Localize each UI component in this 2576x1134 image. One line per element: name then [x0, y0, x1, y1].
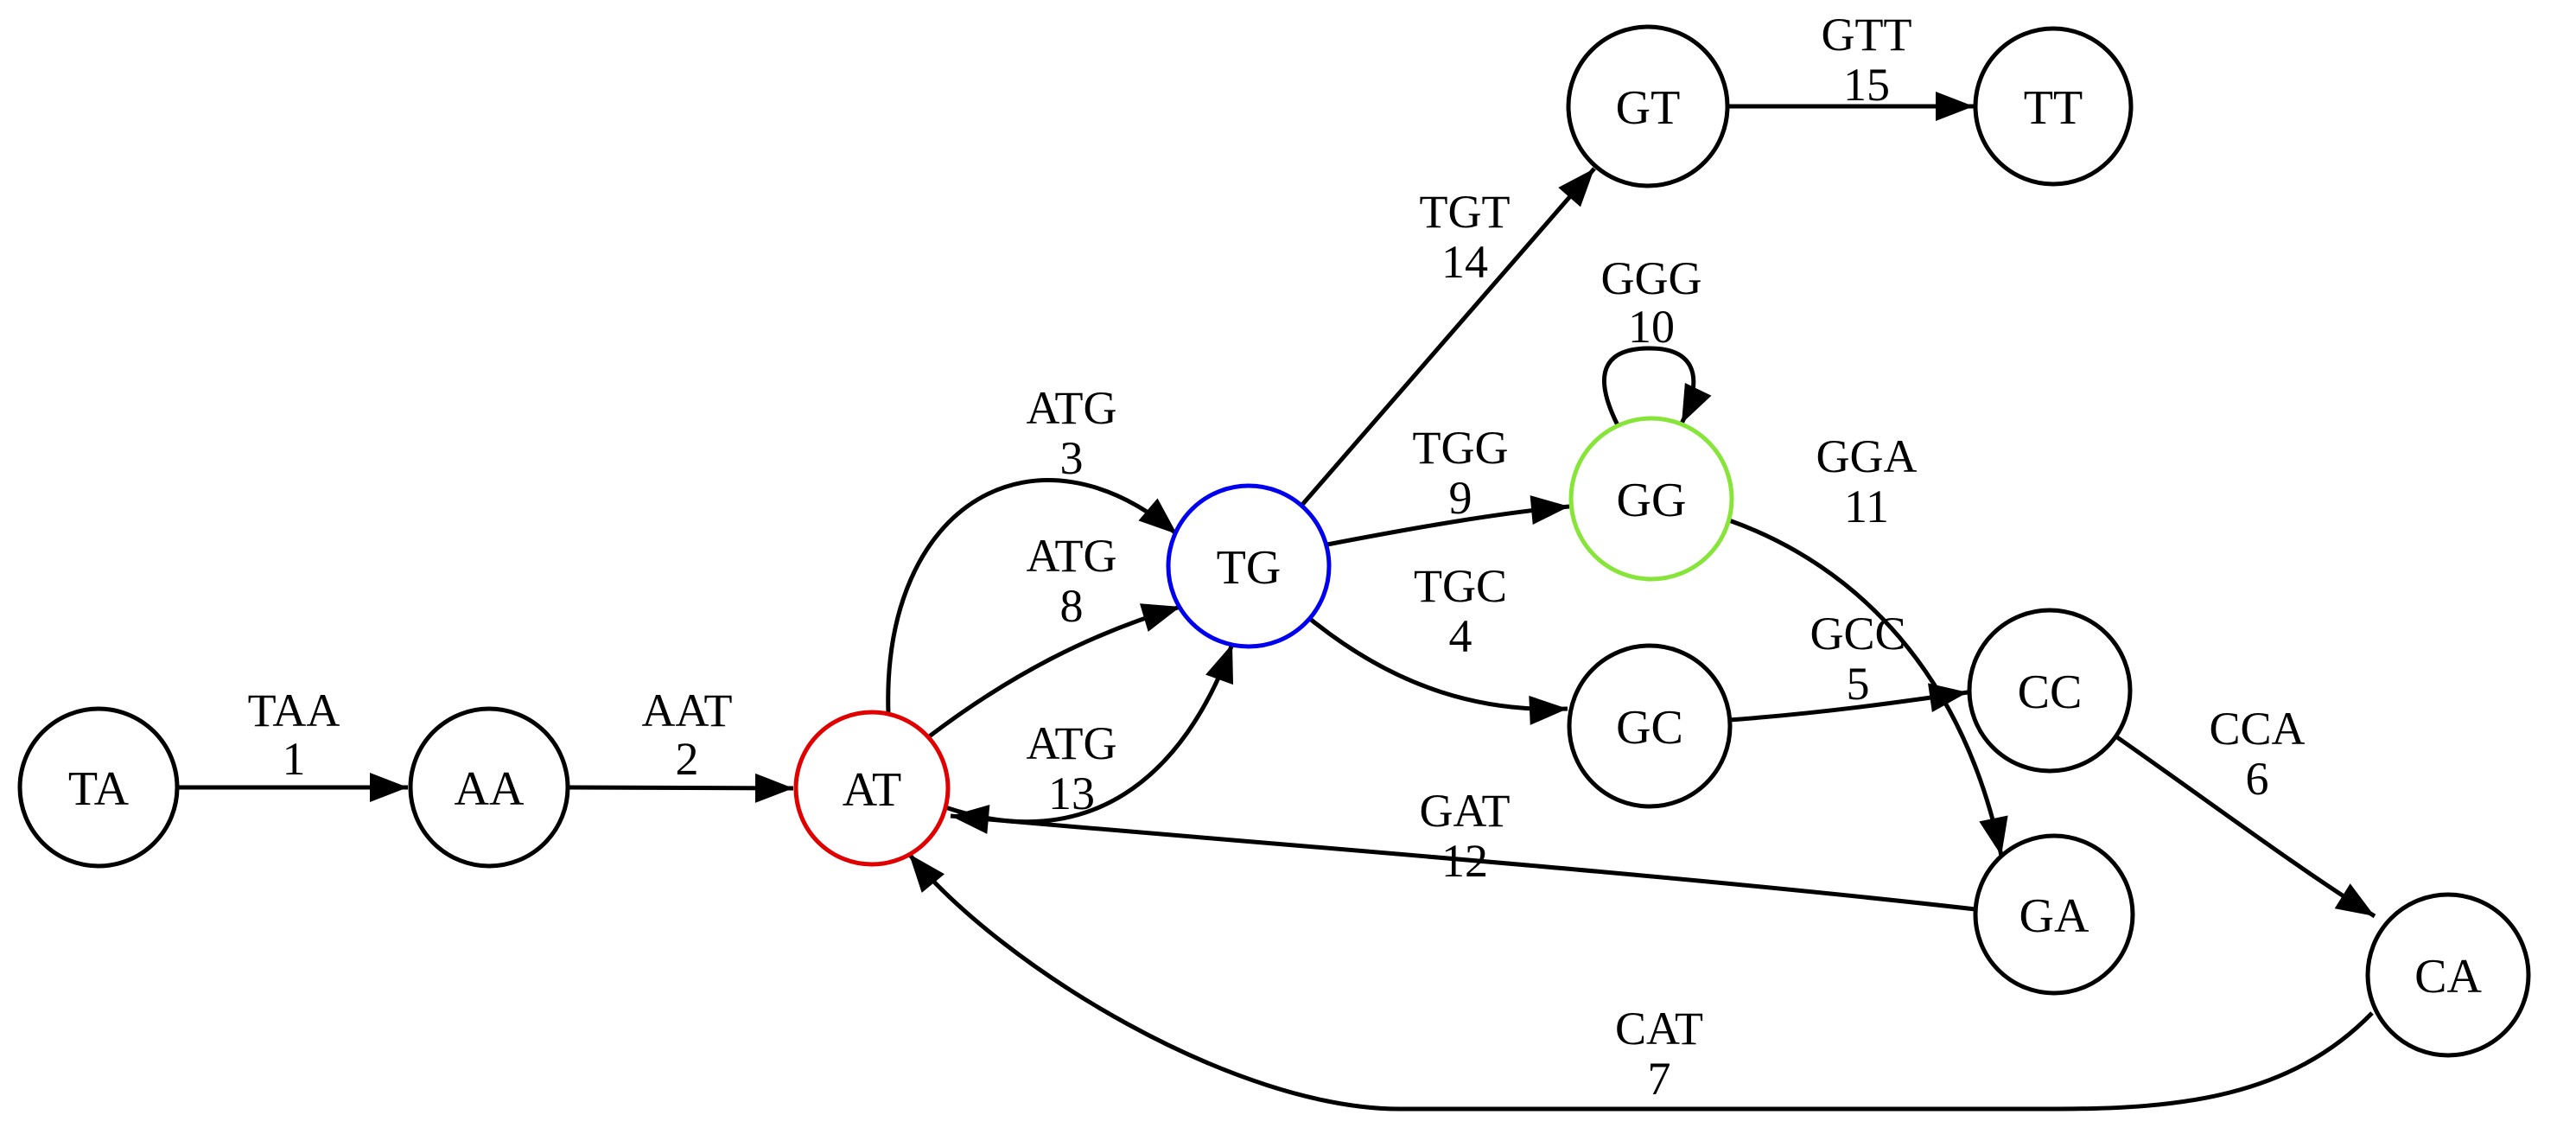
- edge-CAT-7: [907, 852, 2374, 1112]
- edge-GGG-10: [1601, 346, 1712, 427]
- edge-order-number: 9: [1449, 472, 1472, 524]
- edge-order-number: 14: [1441, 236, 1488, 288]
- edge-kmer-label: AAT: [642, 685, 733, 736]
- node-TA: TA: [17, 706, 180, 869]
- node-circle-CC: [1967, 608, 2133, 774]
- node-CC: CC: [1967, 608, 2133, 774]
- node-GA: GA: [1973, 833, 2135, 996]
- edge-kmer-label: CAT: [1615, 1003, 1703, 1054]
- edge-TGG-9: [1326, 495, 1570, 547]
- edge-order-number: 15: [1843, 59, 1890, 111]
- edge-ATG-8: [926, 603, 1181, 739]
- node-circle-AA: [408, 706, 570, 869]
- edge-order-number: 7: [1648, 1053, 1671, 1105]
- node-label-TA: TA: [68, 762, 130, 816]
- node-circle-GA: [1973, 833, 2135, 996]
- node-label-CA: CA: [2414, 950, 2482, 1003]
- node-circle-TA: [17, 706, 180, 869]
- node-circle-CA: [2365, 892, 2531, 1058]
- edge-order-number: 12: [1441, 835, 1488, 887]
- edge-AAT-2: [567, 773, 794, 803]
- edge-kmer-label: TGC: [1414, 560, 1507, 612]
- edge-order-number: 1: [283, 733, 306, 785]
- edge-order-number: 10: [1628, 301, 1675, 353]
- node-label-GA: GA: [2019, 889, 2089, 943]
- edge-order-number: 5: [1847, 658, 1870, 710]
- edge-kmer-label: TGG: [1413, 422, 1509, 474]
- edge-kmer-label: ATG: [1027, 530, 1117, 582]
- edge-kmer-label: TAA: [248, 685, 340, 736]
- edge-order-number: 4: [1449, 610, 1472, 662]
- edge-kmer-label: TGT: [1420, 186, 1511, 238]
- edge-kmer-label: CCA: [2209, 703, 2305, 755]
- edge-kmer-label: ATG: [1027, 382, 1117, 434]
- node-label-AA: AA: [455, 762, 525, 816]
- node-GC: GC: [1567, 643, 1733, 809]
- edge-order-number: 8: [1060, 580, 1084, 632]
- node-label-TT: TT: [2024, 81, 2083, 135]
- node-CA: CA: [2365, 892, 2531, 1058]
- edge-GGA-11: [1728, 518, 2008, 857]
- edge-kmer-label: GAT: [1420, 785, 1511, 837]
- edge-kmer-label: GCC: [1810, 608, 1905, 659]
- node-label-GG: GG: [1617, 474, 1687, 527]
- node-GG: GG: [1568, 416, 1734, 582]
- node-circle-GT: [1566, 24, 1730, 188]
- edge-TGC-4: [1308, 617, 1568, 725]
- edge-CCA-6: [2115, 735, 2376, 919]
- node-label-GC: GC: [1616, 701, 1683, 755]
- edge-kmer-label: GTT: [1822, 9, 1912, 61]
- node-AT: AT: [793, 710, 951, 867]
- node-label-GT: GT: [1616, 81, 1681, 135]
- edge-GAT-12: [950, 805, 1976, 912]
- node-AA: AA: [408, 706, 570, 869]
- node-TT: TT: [1973, 26, 2134, 187]
- edge-kmer-label: GGA: [1816, 430, 1918, 482]
- node-circle-GC: [1567, 643, 1733, 809]
- node-label-AT: AT: [843, 763, 901, 817]
- node-TG: TG: [1166, 483, 1332, 649]
- edge-kmer-label: GGG: [1601, 252, 1702, 304]
- edge-order-number: 2: [676, 733, 699, 785]
- node-GT: GT: [1566, 24, 1730, 188]
- node-circle-AT: [793, 710, 951, 867]
- node-circle-TT: [1973, 26, 2134, 187]
- node-label-CC: CC: [2018, 666, 2083, 719]
- edge-order-number: 13: [1048, 768, 1095, 819]
- edge-order-number: 3: [1060, 432, 1084, 484]
- node-label-TG: TG: [1217, 541, 1282, 595]
- edge-order-number: 11: [1844, 481, 1889, 532]
- edge-ATG-13: [945, 643, 1235, 825]
- node-circle-TG: [1166, 483, 1332, 649]
- edge-order-number: 6: [2246, 753, 2269, 805]
- node-circle-GG: [1568, 416, 1734, 582]
- edge-ATG-3: [886, 478, 1179, 715]
- edge-TGT-14: [1300, 167, 1596, 507]
- edge-kmer-label: ATG: [1027, 717, 1117, 769]
